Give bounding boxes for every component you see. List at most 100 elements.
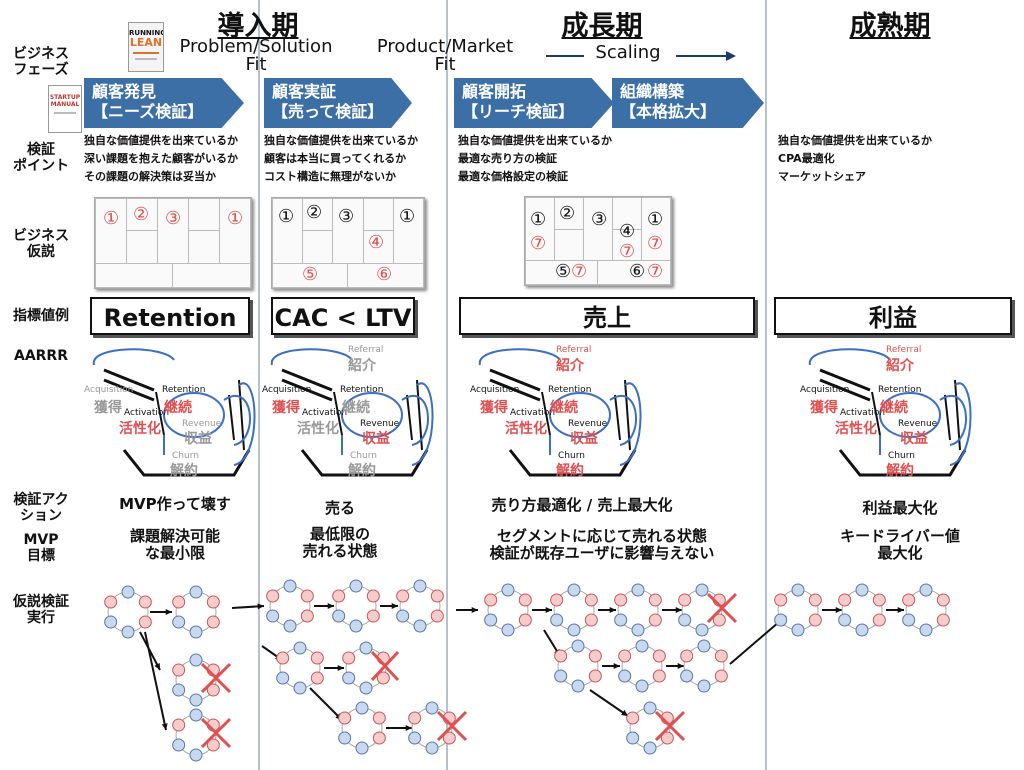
fit-label-product-market: Product/Market Fit bbox=[376, 36, 514, 75]
row-label-business-hypothesis: ビジネス 仮説 bbox=[13, 228, 69, 260]
flow-arrow-head bbox=[897, 606, 904, 614]
verification-points-4: 独自な価値提供を出来ているか CPA最適化 マーケットシェア bbox=[778, 134, 932, 183]
loop-node bbox=[189, 693, 203, 707]
phase-title-maturity: 成熟期 bbox=[849, 11, 931, 42]
aarrr-retention-ja: 継続 bbox=[164, 399, 192, 416]
loop-node bbox=[588, 649, 602, 663]
canvas2-num-revenue: ⑥ bbox=[376, 264, 393, 285]
aarrr-revenue-ja: 収益 bbox=[184, 430, 212, 447]
loop-node bbox=[571, 679, 585, 693]
loop-node bbox=[359, 681, 373, 695]
loop-node bbox=[338, 731, 352, 745]
lean-canvas-3: ① ② ③ ④ ① ⑦ ⑦ ⑦ ⑤ ⑦ ⑥ ⑦ bbox=[524, 196, 672, 286]
row-label-aarrr: AARRR bbox=[13, 348, 68, 364]
revenue-loop bbox=[609, 395, 637, 446]
aarrr-churn-ja: 解約 bbox=[886, 462, 914, 479]
aarrr-referral-ja: 紹介 bbox=[886, 357, 915, 374]
aarrr-revenue-label: Revenue bbox=[898, 419, 938, 429]
aarrr-churn-ja: 解約 bbox=[556, 462, 584, 479]
flow-arrow-head bbox=[391, 602, 398, 610]
loop-node bbox=[678, 593, 692, 607]
loop-node bbox=[614, 613, 628, 627]
phase-divider-3 bbox=[765, 0, 767, 770]
loop-node bbox=[626, 731, 640, 745]
canvas3-num-problem: ① bbox=[530, 209, 547, 230]
loop-node bbox=[714, 669, 728, 683]
loop-node bbox=[808, 613, 822, 627]
canvas3-num-revenue: ⑥ bbox=[629, 261, 646, 282]
loop-node bbox=[791, 623, 805, 637]
phase-divider-1 bbox=[258, 0, 260, 770]
loop-node bbox=[919, 623, 933, 637]
canvas3-num-cost-channel: ⑦ bbox=[571, 261, 588, 282]
phase-divider-2 bbox=[446, 0, 448, 770]
loop-node bbox=[697, 679, 711, 693]
loop-node bbox=[310, 671, 324, 685]
referral-loop bbox=[270, 348, 353, 366]
aarrr-churn-label: Churn bbox=[350, 451, 377, 461]
retention-loop bbox=[879, 392, 941, 438]
loop-node bbox=[189, 708, 203, 722]
flow-arrow-line bbox=[309, 687, 343, 721]
aarrr-acquisition-ja: 獲得 bbox=[272, 399, 300, 416]
loop-node bbox=[342, 671, 356, 685]
loop-node bbox=[678, 613, 692, 627]
flow-arrow-head bbox=[154, 663, 160, 670]
loop-node bbox=[652, 649, 666, 663]
flow-arrow-head bbox=[471, 606, 478, 614]
loop-node bbox=[936, 593, 950, 607]
stage-customer-validation: 顧客実証 【売って検証】 bbox=[264, 78, 412, 128]
loop-node bbox=[518, 613, 532, 627]
loop-node bbox=[413, 579, 427, 593]
aarrr-activation-label: Activation bbox=[510, 408, 555, 418]
aarrr-referral-ja: 紹介 bbox=[556, 357, 585, 374]
aarrr-acquisition-label: Acquisition bbox=[262, 385, 311, 395]
row-label-mvp-goal: MVP 目標 bbox=[23, 532, 59, 564]
loop-node bbox=[635, 639, 649, 653]
retention-loop bbox=[163, 392, 225, 438]
flow-arrow-head bbox=[677, 662, 684, 670]
flow-arrow-head bbox=[257, 603, 264, 610]
lean-canvas-1: ① ② ③ ① bbox=[94, 197, 252, 289]
loop-node bbox=[614, 593, 628, 607]
flow-arrow-line bbox=[589, 689, 629, 717]
aarrr-retention-label: Retention bbox=[878, 385, 921, 395]
loop-node bbox=[554, 649, 568, 663]
loop-node bbox=[355, 701, 369, 715]
loop-node bbox=[172, 615, 186, 629]
loop-node bbox=[635, 679, 649, 693]
aarrr-activation-label: Activation bbox=[124, 408, 169, 418]
loop-node bbox=[643, 741, 657, 755]
aarrr-churn-label: Churn bbox=[888, 451, 915, 461]
outer-loop bbox=[949, 382, 972, 466]
loop-node bbox=[342, 651, 356, 665]
loop-node bbox=[366, 609, 380, 623]
aarrr-churn-label: Churn bbox=[172, 451, 199, 461]
loop-node bbox=[425, 701, 439, 715]
metric-profit: 利益 bbox=[774, 297, 1012, 335]
loop-node bbox=[588, 669, 602, 683]
row-label-metric-example: 指標値例 bbox=[13, 308, 69, 324]
revenue-loop bbox=[223, 395, 251, 446]
aarrr-activation-ja: 活性化 bbox=[297, 420, 339, 437]
loop-node bbox=[408, 711, 422, 725]
canvas2-num-segment: ① bbox=[399, 206, 416, 227]
flow-arrow-head bbox=[613, 662, 620, 670]
loop-node bbox=[349, 619, 363, 633]
loop-node bbox=[293, 641, 307, 655]
fit-label-scaling: Scaling bbox=[595, 42, 661, 63]
verification-points-2: 独自な価値提供を出来ているか 顧客は本当に買ってくれるか コスト構造に無理がない… bbox=[264, 134, 418, 183]
loop-node bbox=[104, 615, 118, 629]
loop-node bbox=[121, 585, 135, 599]
loop-node bbox=[121, 625, 135, 639]
loop-node bbox=[396, 609, 410, 623]
canvas3-num-channel-problem: ⑦ bbox=[530, 233, 547, 254]
referral-loop bbox=[92, 348, 175, 366]
stage-company-building: 組織構築 【本格拡大】 bbox=[612, 78, 764, 128]
loop-node bbox=[919, 583, 933, 597]
loop-node bbox=[293, 681, 307, 695]
flow-arrow-head bbox=[337, 664, 344, 672]
loop-node bbox=[714, 649, 728, 663]
